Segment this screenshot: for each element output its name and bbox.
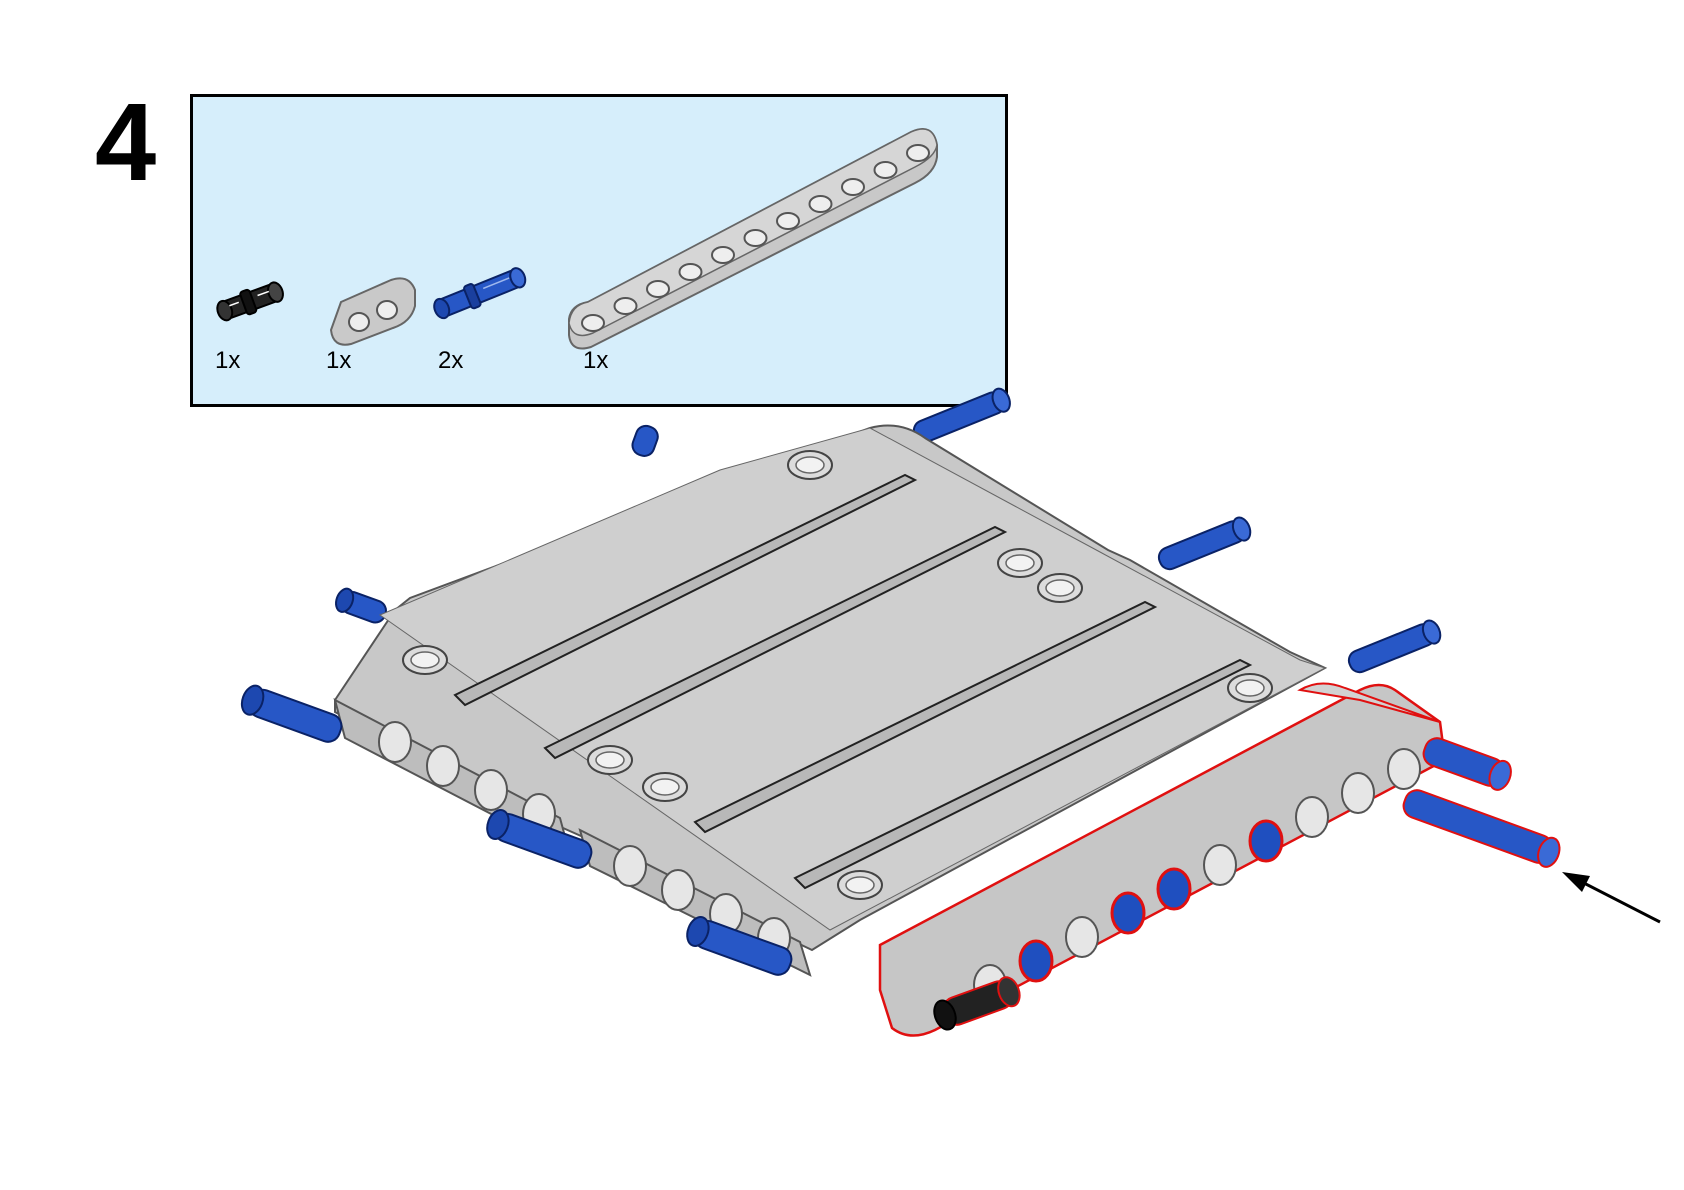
hole — [1110, 891, 1146, 935]
hole — [474, 769, 508, 811]
blue-pin — [631, 424, 659, 457]
assembly-model — [240, 387, 1561, 1037]
beam-front-holes — [973, 748, 1421, 1006]
hole — [1248, 819, 1284, 863]
part-quantity-3: 2x — [438, 347, 464, 374]
hole — [581, 314, 605, 332]
blue-pin — [240, 684, 343, 743]
blue-pin-highlighted — [1422, 737, 1512, 791]
hole — [743, 229, 768, 247]
hole — [595, 751, 625, 769]
hole — [1341, 772, 1375, 814]
hole — [906, 144, 930, 162]
hole — [1203, 844, 1237, 886]
black-connector-pin — [933, 976, 1021, 1031]
hole — [378, 721, 412, 763]
blue-pin — [335, 587, 387, 624]
new-beam-highlight — [878, 682, 1447, 1037]
part-quantity-2: 1x — [326, 347, 352, 374]
part-quantity-1: 1x — [215, 347, 241, 374]
hole — [613, 297, 638, 315]
parts-list-panel: 1x 1x 2x 1x — [190, 94, 1008, 407]
hole — [841, 178, 865, 196]
beam-holes — [581, 144, 930, 332]
blue-pin — [1347, 619, 1442, 674]
black-connector-pin-icon — [216, 281, 284, 322]
hole — [1018, 939, 1054, 983]
hole — [1235, 679, 1265, 697]
hole — [678, 263, 703, 281]
hole — [808, 195, 833, 213]
blue-axle-pin-icon — [433, 267, 527, 320]
hole — [873, 161, 898, 179]
hole — [613, 845, 647, 887]
hole — [646, 280, 670, 298]
arrow-pointer-icon — [1562, 872, 1661, 924]
hole — [845, 876, 875, 894]
hole — [711, 246, 735, 264]
hole — [650, 778, 680, 796]
hole — [795, 456, 825, 474]
panel-holes — [402, 450, 1273, 900]
blue-pin — [686, 915, 793, 976]
hole — [1005, 554, 1035, 572]
blue-pin — [486, 808, 593, 869]
hole — [426, 745, 460, 787]
blue-pin-highlighted — [1402, 789, 1561, 868]
step-number: 4 — [95, 81, 157, 204]
hole — [1156, 867, 1192, 911]
hole — [410, 651, 440, 669]
part-quantity-4: 1x — [583, 347, 609, 374]
blue-pin — [1157, 516, 1252, 571]
hole — [776, 212, 800, 230]
hole — [1065, 916, 1099, 958]
grey-2-hole-liftarm-icon — [329, 277, 416, 346]
hole — [661, 869, 695, 911]
hole — [1045, 579, 1075, 597]
hole — [1295, 796, 1329, 838]
parts-list-illustrations — [216, 128, 938, 350]
hole — [1387, 748, 1421, 790]
blue-pin — [912, 387, 1011, 444]
